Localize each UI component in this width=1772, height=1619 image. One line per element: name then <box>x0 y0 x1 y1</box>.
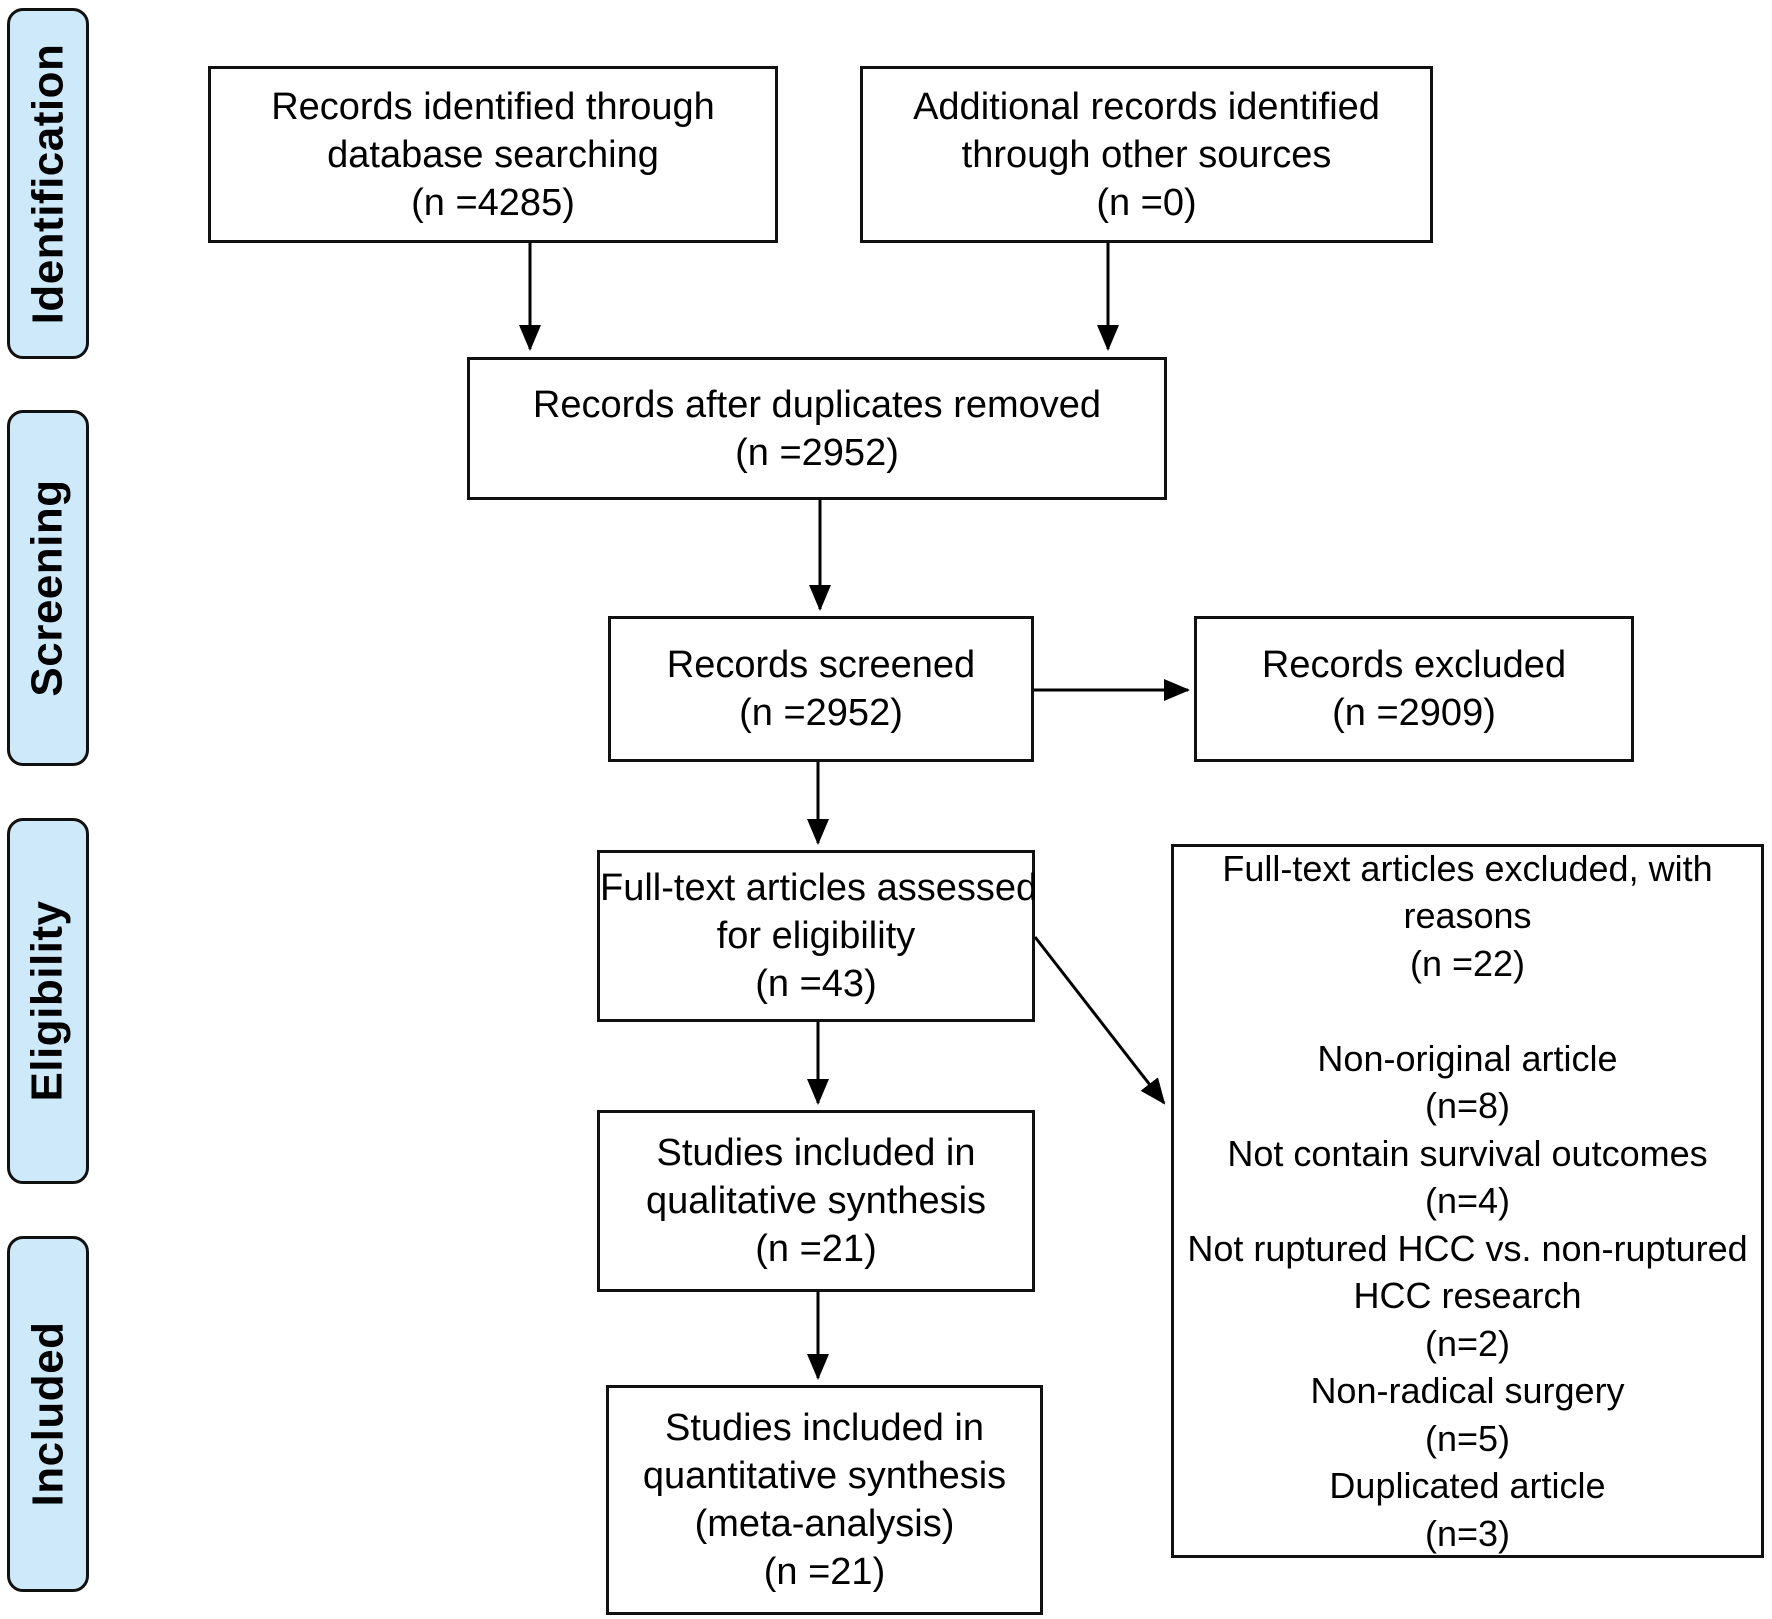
stage-label-eligibility: Eligibility <box>7 818 89 1184</box>
box-records-screened: Records screened(n =2952) <box>608 616 1034 762</box>
stage-label-eligibility-text: Eligibility <box>23 900 73 1102</box>
box-records-excluded: Records excluded(n =2909) <box>1194 616 1634 762</box>
stage-label-identification: Identification <box>7 8 89 359</box>
arrow-fulltext-to-excluded-reasons <box>1033 936 1166 1105</box>
stage-label-screening-text: Screening <box>23 479 72 697</box>
box-records-deduplicated: Records after duplicates removed(n =2952… <box>467 357 1167 500</box>
stage-label-screening: Screening <box>7 410 89 766</box>
stage-label-identification-text: Identification <box>23 43 72 324</box>
stage-label-included-text: Included <box>23 1321 72 1507</box>
stage-label-included: Included <box>7 1236 89 1592</box>
